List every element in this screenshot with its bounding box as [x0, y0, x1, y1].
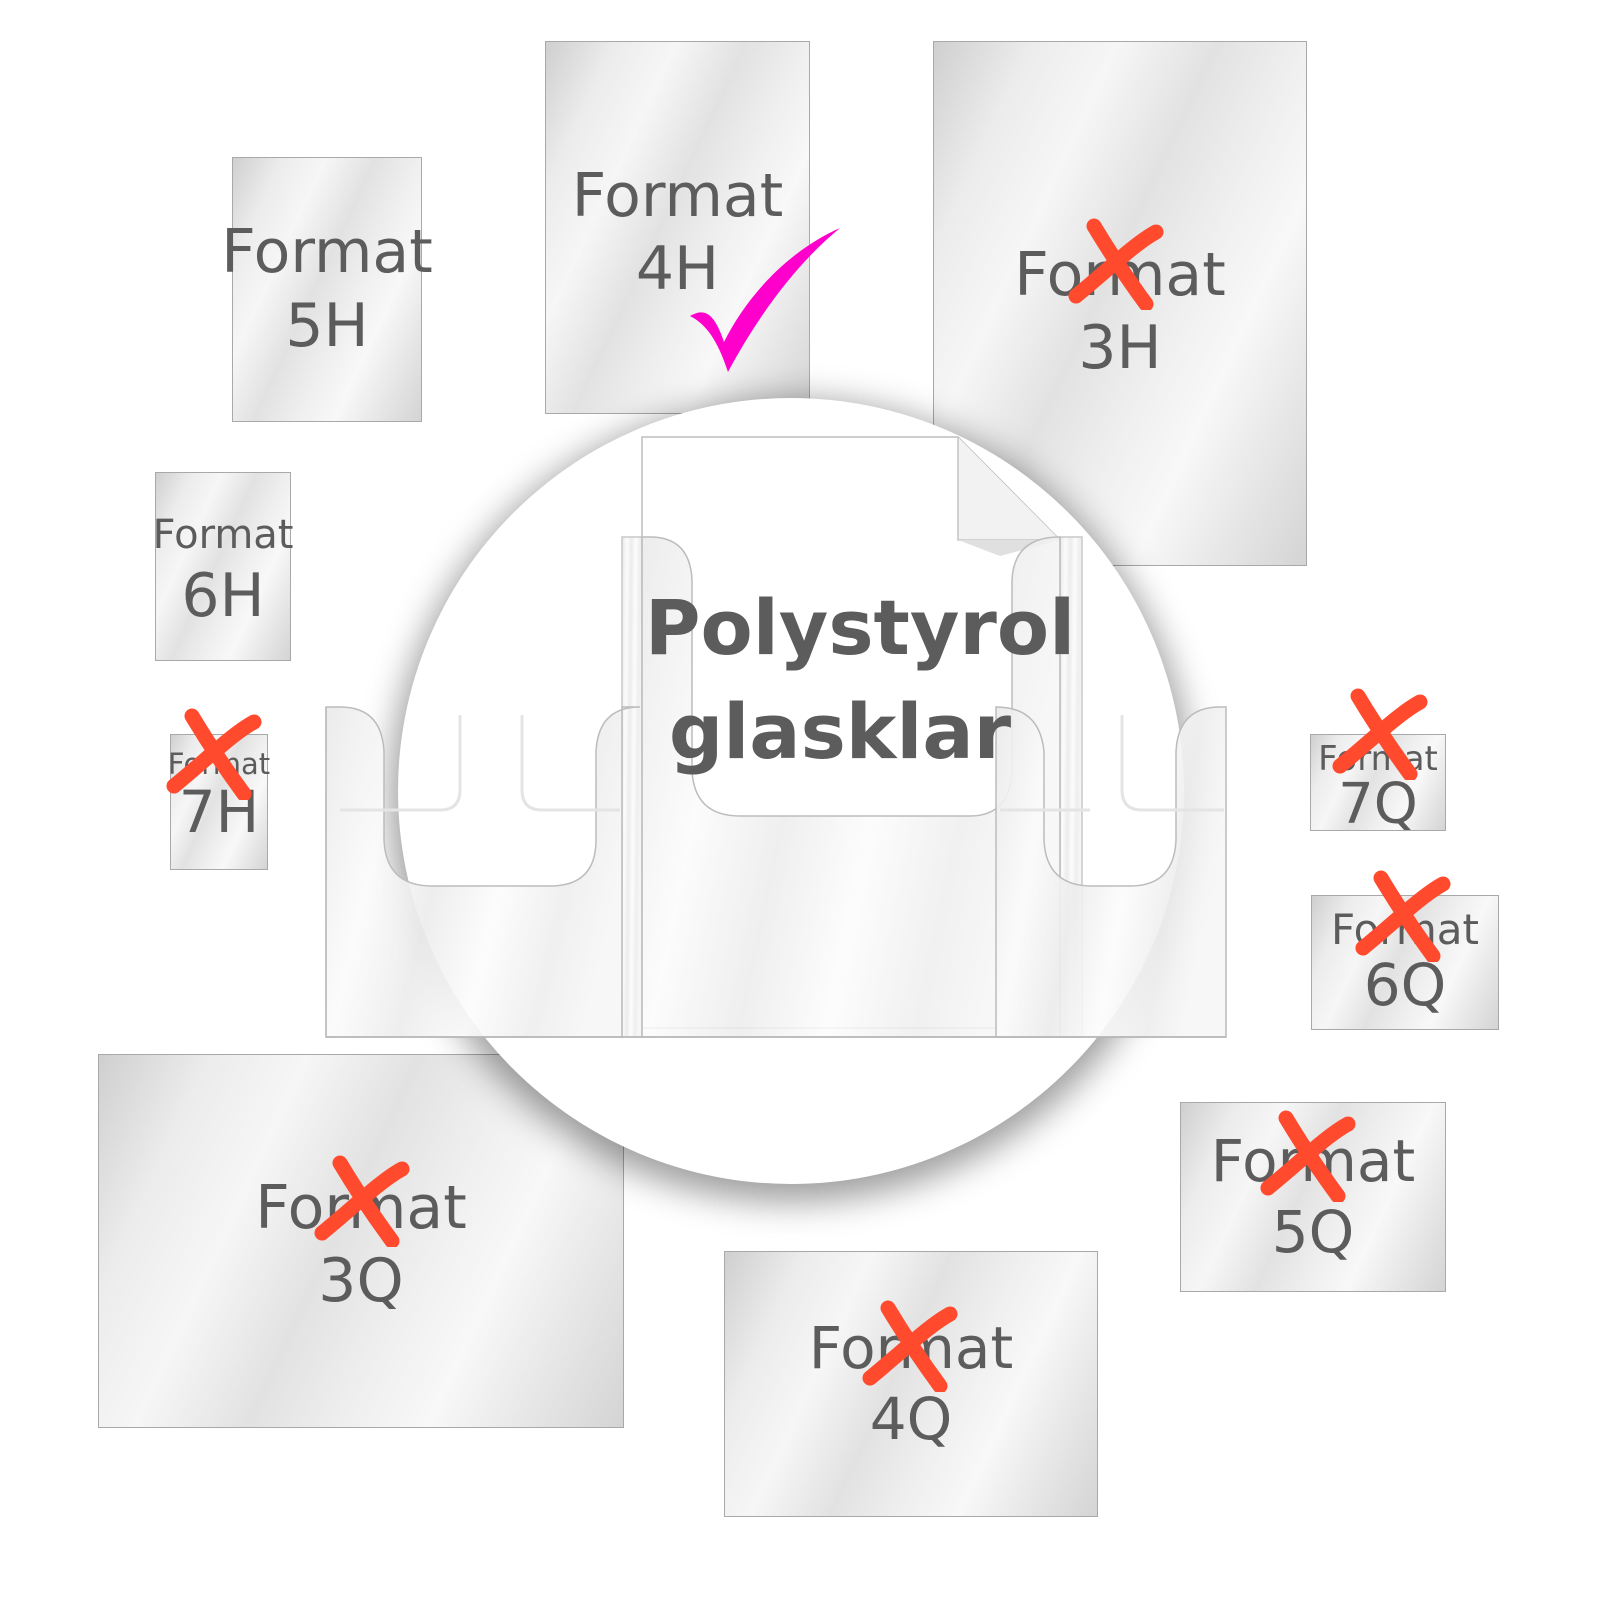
format-card-5h: Format 5H: [221, 157, 433, 422]
cross-icon: [1355, 870, 1451, 962]
cross-icon: [1068, 218, 1164, 310]
product-material: Polystyrol: [644, 583, 1076, 672]
format-code: 6Q: [1363, 951, 1447, 1020]
cross-icon: [166, 708, 262, 800]
format-code: 4Q: [869, 1385, 953, 1453]
cross-icon: [1332, 688, 1428, 780]
cross-icon: [1260, 1110, 1356, 1202]
format-code: 5Q: [1271, 1198, 1355, 1266]
format-code: 7Q: [1338, 772, 1418, 838]
format-label: Format: [221, 217, 433, 288]
format-code: 4H: [635, 234, 720, 305]
format-card-4q: Format 4Q: [724, 1251, 1098, 1517]
product-finish: glasklar: [668, 687, 1012, 776]
format-code: 3H: [1078, 313, 1162, 384]
format-label: Format: [571, 161, 784, 231]
cross-icon: [314, 1155, 410, 1247]
format-card-4h: Format 4H: [545, 41, 810, 414]
format-card-7q: Format 7Q: [1310, 734, 1446, 838]
format-code: 5H: [285, 290, 369, 361]
format-label: Format: [152, 512, 294, 558]
format-code: 3Q: [318, 1246, 404, 1317]
cross-icon: [862, 1300, 958, 1392]
format-card-3q: Format 3Q: [98, 1054, 624, 1428]
format-card-5q: Format 5Q: [1180, 1102, 1446, 1292]
format-card-6h: Format 6H: [152, 472, 294, 661]
checkmark-icon: [690, 228, 840, 372]
format-code: 6H: [181, 560, 265, 631]
